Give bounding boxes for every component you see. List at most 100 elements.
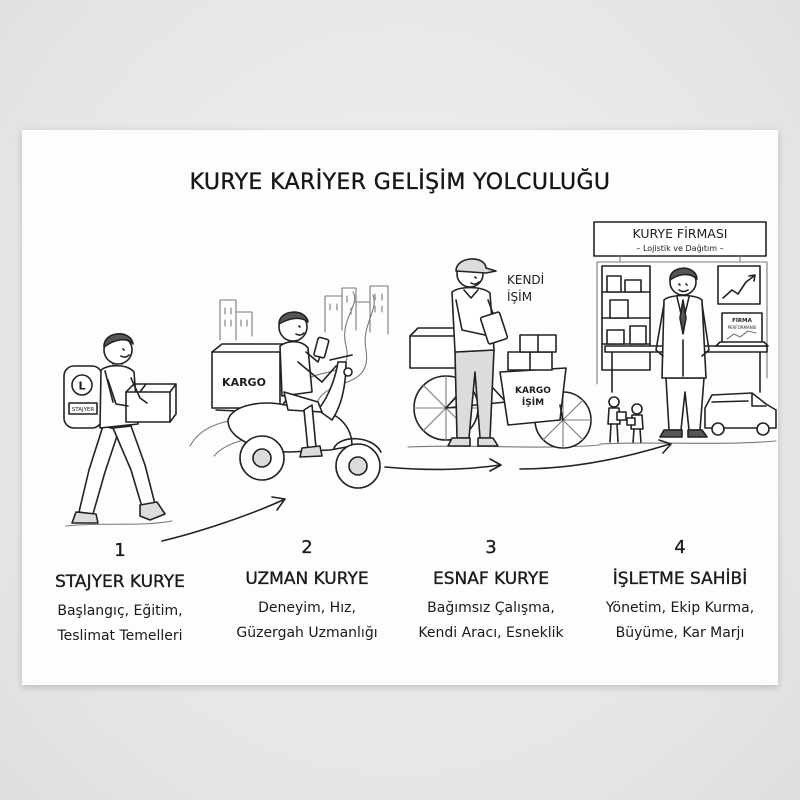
scooter-box-label: KARGO [222, 376, 266, 389]
intern-tag-label: STAJYER [72, 407, 95, 413]
van-front-wheel [756, 422, 770, 436]
desk-legs [611, 351, 761, 393]
back-leg [78, 425, 120, 515]
smartphone [313, 336, 330, 359]
stage-number: 1 [114, 540, 126, 561]
front-leg [112, 425, 156, 508]
front-cargo-box [499, 367, 567, 426]
cargo-box-label-line1: KARGO [515, 386, 551, 396]
scooter-headlight [343, 367, 353, 377]
scooter-cargo-box [211, 351, 281, 409]
face [678, 283, 689, 293]
scooter-handlebar [329, 354, 353, 361]
rider-torso [279, 340, 313, 397]
arrow-3-to-4 [519, 443, 671, 470]
backpack-strap [104, 370, 114, 403]
stage-number: 3 [485, 537, 497, 558]
stage-number: 4 [674, 537, 686, 558]
stage-title: STAJYER KURYE [55, 572, 185, 592]
hair [669, 267, 698, 281]
business-owner-scene: KURYE FİRMASI – Lojistik ve Dağıtım – Fİ… [593, 221, 777, 445]
worker-legs [632, 428, 642, 444]
dress-shoes [659, 429, 708, 438]
arrow-3-to-4-head [658, 439, 672, 454]
stage-number: 2 [301, 537, 313, 558]
back-shoe [71, 511, 99, 524]
ground-line [407, 444, 601, 448]
poster-title: KURYE KARİYER GELİŞİM YOLCULUĞU [189, 170, 611, 195]
rider-shoe [299, 445, 323, 458]
small-worker-2 [626, 403, 644, 444]
stage-title: ESNAF KURYE [432, 569, 550, 589]
necktie [679, 299, 687, 335]
growth-chart-line [722, 274, 756, 299]
parcel-box [125, 391, 171, 423]
scooter-leg-shield [317, 361, 347, 421]
shelf-boxes [606, 275, 647, 345]
laptop-chart [726, 330, 757, 340]
stage-description-line: Yönetim, Ekip Kurma, [605, 600, 755, 616]
worker-box [626, 417, 636, 426]
front-shoe [139, 501, 166, 521]
cargo-box-label-line2: İŞİM [522, 397, 544, 408]
parcel-box-top [125, 383, 177, 423]
rider-hair [278, 311, 309, 325]
stage-title: UZMAN KURYE [245, 569, 369, 589]
face [470, 276, 480, 285]
worker-head [608, 396, 620, 408]
stage-description-line: Başlangıç, Eğitim, [57, 603, 183, 619]
arrow-1-to-2 [161, 499, 284, 542]
arrow-2-to-3 [384, 464, 501, 471]
scooter-front-hub [348, 456, 368, 476]
own-business-label-line2: İŞİM [507, 289, 532, 304]
intern-courier-figure: L STAJYER [63, 333, 177, 527]
worker-box [616, 411, 627, 421]
city-skyline [219, 285, 389, 341]
company-sign [593, 221, 767, 257]
stage-description-line: Güzergah Uzmanlığı [236, 625, 378, 641]
suit-jacket [661, 294, 707, 379]
learner-badge [71, 374, 93, 396]
rider-face [295, 325, 305, 336]
cap [455, 258, 497, 274]
bike-fork [559, 404, 564, 421]
box-tape [529, 334, 539, 371]
rider-thigh [283, 391, 323, 413]
van-windows [711, 393, 767, 407]
stage-1: 1 STAJYER KURYE Başlangıç, Eğitim, Tesli… [25, 539, 215, 649]
progression-arrows [161, 439, 672, 542]
stage-description-line: Teslimat Temelleri [57, 628, 183, 644]
ground-line [65, 520, 173, 527]
stage-description-line: Bağımsız Çalışma, [427, 600, 555, 616]
tradesman-courier-figure: KENDİ İŞİM KARGO İŞİM [407, 258, 601, 449]
tablet [479, 311, 509, 345]
arrow-2-to-3-head [489, 458, 502, 472]
laptop-label-line2: PERFORMANSI [728, 325, 757, 330]
stage-description-line: Kendi Aracı, Esneklik [418, 625, 564, 641]
company-sign-title: KURYE FİRMASI [633, 226, 728, 241]
suit-trousers [665, 377, 705, 431]
stage-description-line: Deneyim, Hız, [258, 600, 356, 616]
stage-4: 4 İŞLETME SAHİBİ Yönetim, Ekip Kurma, Bü… [585, 536, 775, 646]
worker-legs [609, 423, 619, 443]
growth-chart-frame [717, 265, 761, 305]
scooter-front-fender [333, 437, 382, 453]
stage-2: 2 UZMAN KURYE Deneyim, Hız, Güzergah Uzm… [212, 536, 402, 646]
rear-cargo-box [409, 335, 457, 369]
shirt-collar [463, 289, 479, 299]
shoes [447, 437, 499, 447]
buildings [219, 285, 389, 341]
scooter-rear-hub [252, 448, 272, 468]
face [120, 348, 130, 358]
laptop-label-line1: FİRMA [732, 317, 753, 324]
arms [655, 303, 710, 357]
stage-3: 3 ESNAF KURYE Bağımsız Çalışma, Kendi Ar… [396, 536, 586, 646]
van-rear-wheel [711, 422, 725, 436]
learner-badge-letter: L [78, 380, 85, 393]
laptop-base [715, 341, 769, 347]
intern-tag [68, 402, 98, 415]
small-worker-1 [607, 396, 627, 443]
arrow-1-to-2-head [271, 496, 286, 511]
